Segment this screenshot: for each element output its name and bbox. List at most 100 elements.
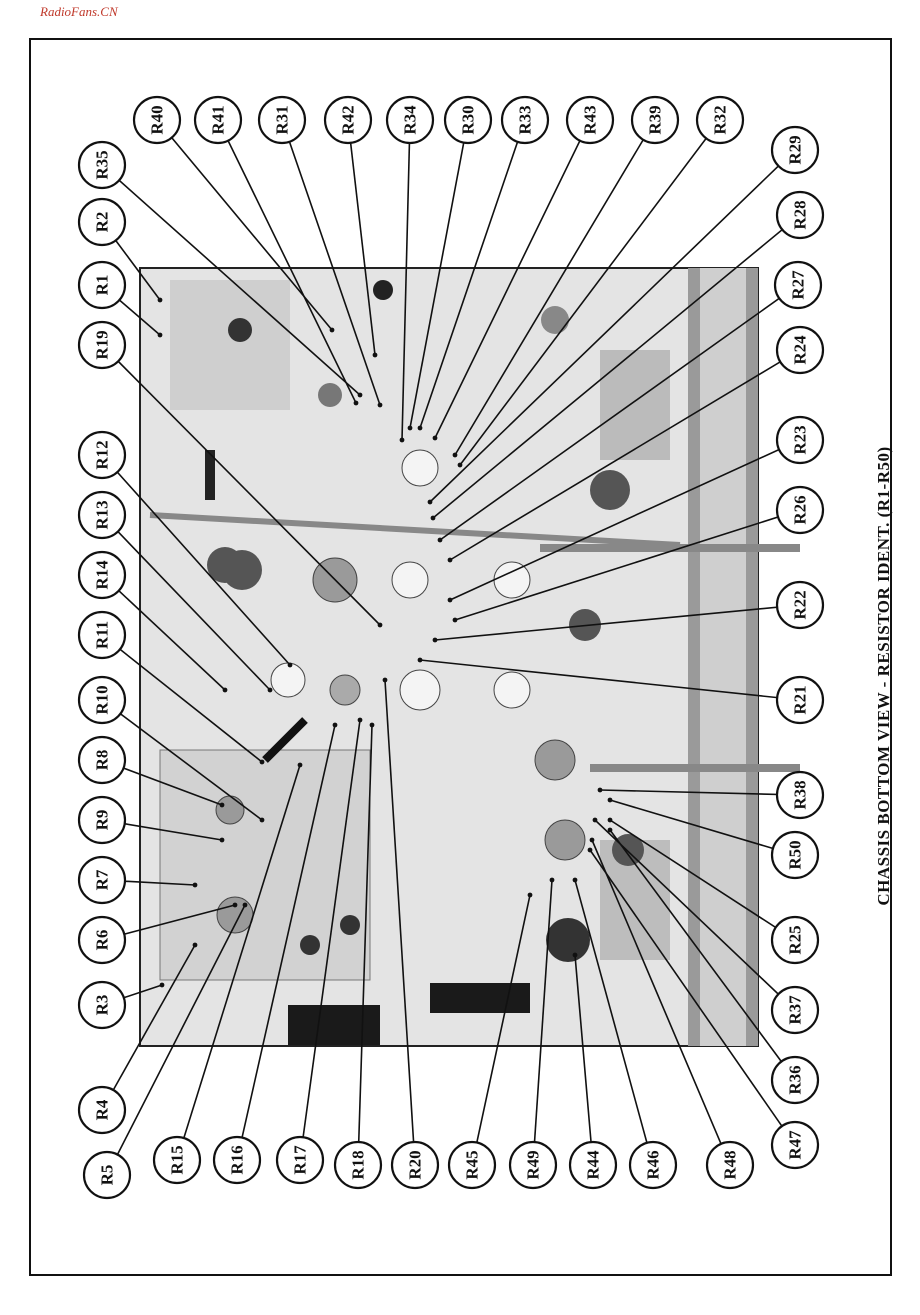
label-circle [775,485,825,535]
label-text: R2 [93,212,112,233]
leader-line-r25 [609,819,796,941]
leader-tip-r33 [417,425,423,431]
label-circle [770,1055,820,1105]
label-circle [775,770,825,820]
label-r47: R47 [770,1120,820,1170]
label-text: R4 [93,1099,112,1120]
label-text: R5 [98,1165,117,1186]
label-text: R36 [786,1065,805,1094]
label-text: R9 [93,810,112,831]
label-circle [447,1140,497,1190]
label-r13: R13 [77,490,127,540]
label-text: R37 [786,995,805,1025]
leader-line-r12 [101,454,291,666]
leader-line-r17 [299,719,361,1161]
label-circle [443,95,493,145]
label-circle [775,190,825,240]
leader-tip-r48 [589,837,595,843]
label-text: R3 [93,995,112,1016]
label-circle [333,1140,383,1190]
label-circle [775,325,825,375]
label-r34: R34 [385,95,435,145]
leader-tip-r38 [597,787,603,793]
label-circle [77,610,127,660]
leader-line-r21 [419,659,801,701]
label-text: R22 [791,590,810,619]
label-text: R13 [93,500,112,529]
leader-line-r39 [454,119,656,456]
leader-tip-r20 [382,677,388,683]
label-r17: R17 [275,1135,325,1185]
leader-line-r22 [434,604,801,641]
label-text: R14 [93,560,112,590]
label-r26: R26 [775,485,825,535]
label-text: R47 [786,1130,805,1160]
label-r33: R33 [500,95,550,145]
label-text: R28 [791,200,810,229]
leader-tip-r25 [607,817,613,823]
label-text: R6 [93,930,112,951]
label-circle [77,735,127,785]
leader-line-r14 [101,574,226,691]
label-circle [775,415,825,465]
leader-tip-r18 [369,722,375,728]
label-r10: R10 [77,675,127,725]
leader-tip-r43 [432,435,438,441]
label-text: R18 [349,1150,368,1179]
label-circle [770,125,820,175]
label-circle [500,95,550,145]
label-text: R45 [463,1150,482,1179]
leader-tip-r29 [427,499,433,505]
label-circle [705,1140,755,1190]
label-text: R31 [273,105,292,134]
label-circle [77,1085,127,1135]
leader-line-r49 [532,879,553,1166]
label-r45: R45 [447,1140,497,1190]
label-circle [630,95,680,145]
leader-line-r18 [357,724,373,1166]
label-circle [695,95,745,145]
label-text: R50 [786,840,805,869]
label-circle [565,95,615,145]
label-text: R39 [646,105,665,134]
label-r11: R11 [77,610,127,660]
label-r22: R22 [775,580,825,630]
label-r14: R14 [77,550,127,600]
label-r15: R15 [152,1135,202,1185]
leader-line-r47 [589,849,796,1146]
label-circle [508,1140,558,1190]
leader-tip-r15 [297,762,303,768]
label-text: R49 [524,1150,543,1179]
label-circle [77,915,127,965]
label-text: R12 [93,440,112,469]
leader-line-r10 [101,699,263,821]
label-r49: R49 [508,1140,558,1190]
label-r48: R48 [705,1140,755,1190]
label-circle [257,95,307,145]
leader-line-r5 [106,904,246,1176]
label-circle [775,580,825,630]
label-text: R33 [516,105,535,134]
leader-line-r50 [609,799,796,856]
leader-tip-r30 [407,425,413,431]
label-circle [77,795,127,845]
leader-tip-r34 [399,437,405,443]
leader-line-r16 [236,724,336,1161]
leader-tip-r32 [457,462,463,468]
leader-tip-r16 [332,722,338,728]
label-r44: R44 [568,1140,618,1190]
label-r25: R25 [770,915,820,965]
leader-tip-r9 [219,837,225,843]
label-text: R10 [93,685,112,714]
leader-tip-r22 [432,637,438,643]
leader-tip-r24 [447,557,453,563]
diagram-caption: CHASSIS BOTTOM VIEW - RESISTOR IDENT. (R… [874,446,893,906]
label-r8: R8 [77,735,127,785]
label-text: R23 [791,425,810,454]
label-r4: R4 [77,1085,127,1135]
chassis-photo [139,267,800,1047]
label-r19: R19 [77,320,127,370]
label-text: R11 [93,621,112,649]
